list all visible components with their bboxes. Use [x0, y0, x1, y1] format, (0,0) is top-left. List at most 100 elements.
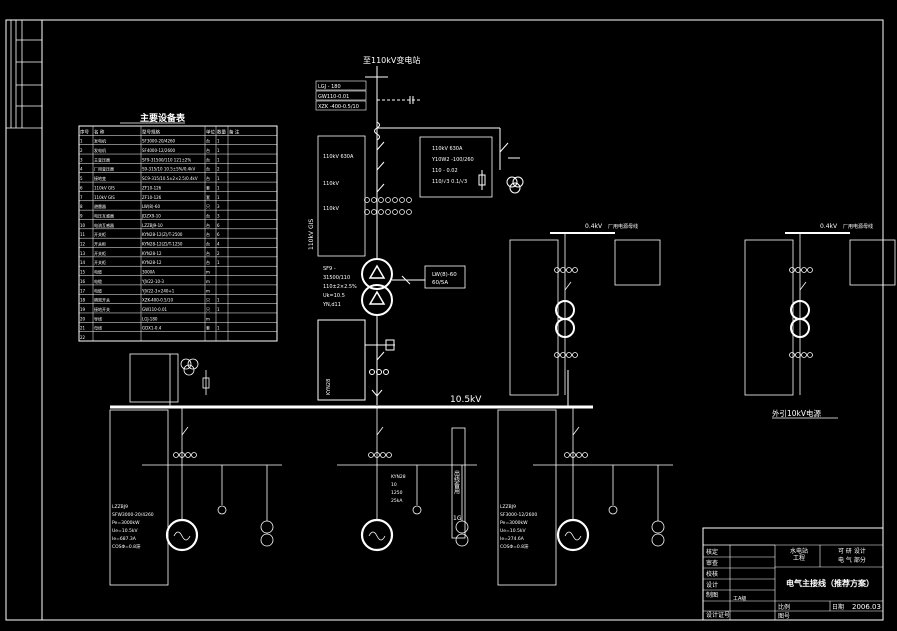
- ct-symbol: [185, 452, 191, 458]
- table-cell: 台: [206, 147, 210, 153]
- table-header: 序号: [80, 128, 89, 135]
- pt-symbol: [651, 520, 665, 534]
- table-cell: 接地开关: [94, 306, 110, 312]
- component-label: XZK -400-0.5/10: [318, 104, 359, 110]
- table-cell: 开关柜: [94, 259, 106, 265]
- stage-2: 电 气 部分: [838, 556, 866, 564]
- hv-note-3: 110kV: [323, 206, 339, 212]
- ct-symbol: [801, 267, 807, 273]
- generator-text: COSΦ=0.8滞: [500, 543, 529, 550]
- ct-symbol: [576, 452, 582, 458]
- ct-symbol: [572, 352, 578, 358]
- station-cabinet: [509, 239, 559, 396]
- ct-symbol: [801, 352, 807, 358]
- arrester-rating: 60/5A: [432, 280, 448, 286]
- table-cell: 台: [206, 222, 210, 228]
- ct-symbol: [560, 352, 566, 358]
- table-cell: 8: [80, 204, 83, 209]
- table-cell: GW110-0.01: [142, 307, 167, 312]
- ct-symbol: [570, 452, 576, 458]
- table-cell: 台: [206, 138, 210, 144]
- table-cell: 17: [80, 288, 86, 293]
- table-cell: 13: [80, 251, 86, 256]
- table-cell: 1: [217, 148, 220, 153]
- table-cell: 12: [80, 242, 86, 247]
- feeder-breaker: [572, 426, 580, 436]
- generator-text: 10: [391, 482, 397, 488]
- title-label: 设计证号: [706, 611, 730, 619]
- feeder-breaker: [376, 426, 384, 436]
- lv-cabinet: [614, 239, 661, 286]
- generator-wave: [564, 531, 582, 541]
- ct-symbol: [807, 352, 813, 358]
- table-cell: 避雷器: [94, 203, 106, 209]
- table-cell: 台: [206, 175, 210, 181]
- ct-symbol: [560, 267, 566, 273]
- ct-symbol: [368, 452, 374, 458]
- main-tx-line: SF9 -: [323, 266, 336, 272]
- table-cell: ZF10-126: [142, 195, 162, 200]
- inner-border: [41, 19, 884, 621]
- transformer-lv-feeder: [317, 315, 395, 405]
- title-label: 核定: [706, 548, 718, 556]
- table-cell: 电缆: [94, 287, 102, 293]
- pt-line: 110/√3 0.1/√3: [432, 179, 467, 185]
- external-source-label: 外引10kV电源: [772, 408, 822, 418]
- incoming-110kv-line: [365, 66, 524, 258]
- table-cell: 11: [80, 232, 86, 237]
- table-cell: m: [206, 316, 210, 321]
- generator-text: Pe=3000kW: [500, 520, 528, 526]
- main-tx-line: 31500/110: [323, 275, 350, 281]
- pt-line: 110kV 630A: [432, 146, 463, 152]
- generator-text: SFW3000-20/4260: [112, 512, 154, 518]
- stage-1: 可 研 设计: [838, 547, 866, 555]
- table-cell: 6: [217, 232, 220, 237]
- component-label: LGJ - 180: [318, 84, 341, 90]
- generator-feeders: [109, 407, 673, 586]
- table-cell: S9-315/10 10.5±5%/0.4kV: [142, 167, 196, 172]
- table-cell: 15: [80, 270, 86, 275]
- table-cell: 9: [80, 213, 83, 218]
- pt-symbol: [651, 533, 665, 547]
- ct-symbol: [386, 452, 392, 458]
- cabinet-label: 1G: [453, 515, 462, 522]
- table-header: 型号规格: [142, 128, 160, 135]
- table-cell: 2: [80, 148, 83, 153]
- spare-panel: [451, 427, 466, 539]
- table-cell: 发电机: [94, 147, 106, 153]
- table-cell: XZK-400-0.5/10: [142, 298, 173, 303]
- table-cell: 只: [206, 204, 210, 209]
- table-cell: 隔离开关: [94, 297, 110, 303]
- main-tx-line: Uk=10.5: [323, 293, 345, 299]
- scale-label: 比例: [778, 603, 790, 611]
- table-cell: 套: [206, 184, 210, 190]
- generator-text: SF3000-12/2600: [500, 512, 537, 518]
- table-cell: 2: [217, 251, 220, 256]
- table-cell: 只: [206, 307, 210, 312]
- ct-symbol: [554, 352, 560, 358]
- table-cell: LZZBJ9-10: [142, 223, 163, 228]
- table-cell: 台: [206, 259, 210, 265]
- table-cell: KYN28-12(Z)/T-2500: [142, 232, 183, 237]
- table-cell: 6: [217, 223, 220, 228]
- table-cell: SF9-31500/110 121±2%: [142, 157, 191, 162]
- table-header: 数量: [217, 128, 226, 135]
- table-cell: 6: [80, 185, 83, 190]
- kyn-label: KYN28: [326, 379, 332, 395]
- table-header: 备 注: [229, 128, 240, 135]
- aux-symbol: [412, 505, 422, 515]
- table-cell: 开关柜: [94, 231, 106, 237]
- panel-breaker: [799, 281, 807, 291]
- table-cell: 1: [217, 307, 220, 312]
- generator-text: LZZBJ9: [112, 504, 128, 510]
- table-cell: 10: [80, 223, 86, 228]
- table-cell: 台: [206, 212, 210, 218]
- generator-text: KYN28: [391, 474, 406, 480]
- table-cell: 台: [206, 156, 210, 162]
- generator-text: Ie=687.3A: [112, 536, 137, 542]
- generator-cabinet: [497, 409, 557, 586]
- table-cell: 母线: [94, 325, 102, 331]
- title-label: 校核: [706, 570, 718, 578]
- table-cell: 套: [206, 194, 210, 200]
